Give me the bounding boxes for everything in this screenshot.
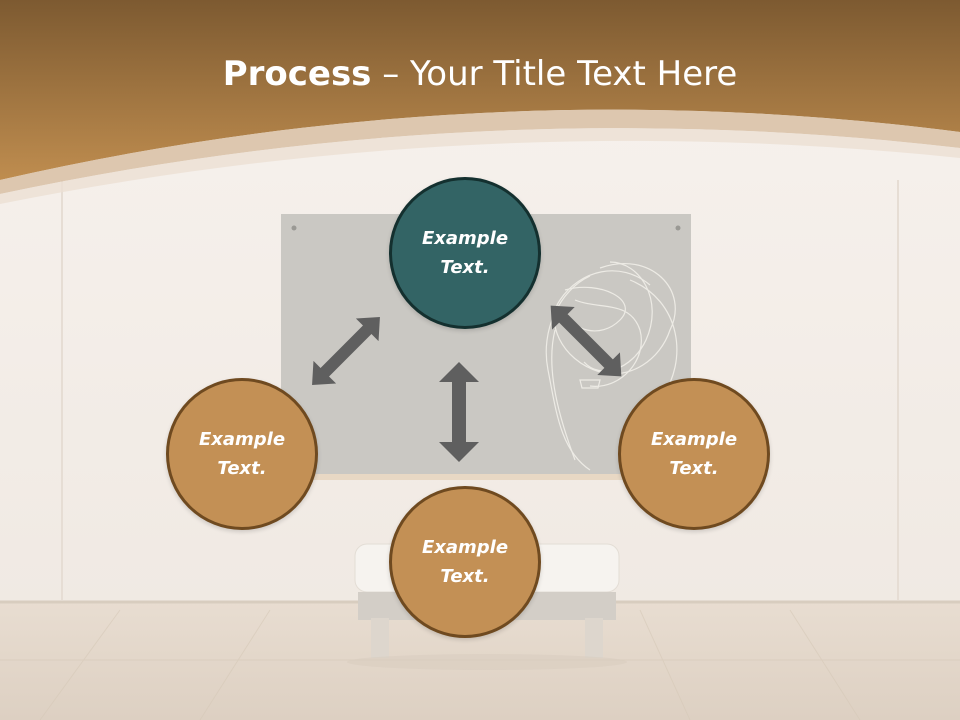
node-top-text: Example Text. xyxy=(421,228,509,278)
process-node-top[interactable]: Example Text. xyxy=(389,177,541,329)
process-node-left[interactable]: Example Text. xyxy=(166,378,318,530)
title-bold: Process xyxy=(222,54,372,94)
node-left-text: Example Text. xyxy=(198,429,286,479)
double-arrow-diagonal-left-icon xyxy=(312,317,380,385)
node-right-text: Example Text. xyxy=(650,429,738,479)
title-rest: – Your Title Text Here xyxy=(371,54,738,94)
slide-title: Process – Your Title Text Here xyxy=(0,52,960,96)
node-bottom-text: Example Text. xyxy=(421,537,509,587)
process-node-bottom[interactable]: Example Text. xyxy=(389,486,541,638)
double-arrow-diagonal-right-icon xyxy=(550,305,622,377)
process-node-right[interactable]: Example Text. xyxy=(618,378,770,530)
double-arrow-vertical-icon xyxy=(439,362,479,462)
